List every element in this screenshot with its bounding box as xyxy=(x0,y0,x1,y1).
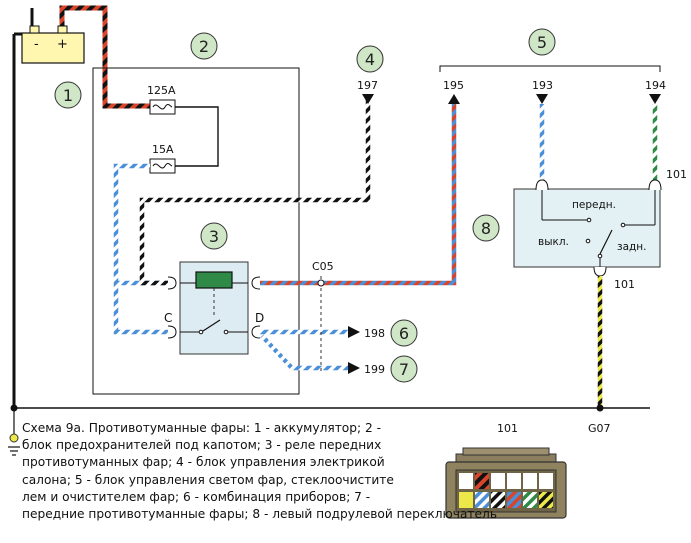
arrow-194 xyxy=(649,94,661,104)
ground-g07-label: G07 xyxy=(588,422,611,435)
fuse-15a-label: 15A xyxy=(152,143,174,156)
relay-coil xyxy=(195,271,233,289)
fuse-125a-icon xyxy=(152,104,173,110)
svg-text:3: 3 xyxy=(209,227,219,246)
bracket-5 xyxy=(439,65,661,72)
relay-contact xyxy=(202,319,221,332)
callout-6: 6 xyxy=(390,319,418,347)
battery-minus: - xyxy=(34,37,39,52)
wire-199 xyxy=(260,334,348,371)
wire-197-label: 197 xyxy=(357,79,378,92)
ground-node-g07 xyxy=(596,404,604,412)
switch-lever xyxy=(599,229,613,255)
steering-switch-panel xyxy=(513,188,661,268)
wire-fuse15-relay xyxy=(113,163,168,335)
caption-line-2: блок предохранителей под капотом; 3 - ре… xyxy=(22,438,382,453)
callout-3: 3 xyxy=(200,222,228,250)
arrow-195 xyxy=(448,94,460,104)
svg-text:5: 5 xyxy=(537,33,547,52)
callout-4: 4 xyxy=(356,45,384,73)
callout-2: 2 xyxy=(190,32,218,60)
callout-1: 1 xyxy=(54,81,82,109)
connector-101-label: 101 xyxy=(497,422,518,435)
relay-pin-d: D xyxy=(255,311,264,325)
fuse-box-outline xyxy=(92,67,300,395)
caption-line-6: передние противотуманные фары; 8 - левый… xyxy=(22,507,498,522)
callout-8: 8 xyxy=(472,214,500,242)
arrow-193 xyxy=(536,94,548,104)
callout-7: 7 xyxy=(390,355,418,383)
relay-pin-c: C xyxy=(164,311,172,325)
battery-plus: + xyxy=(57,37,68,52)
fuse-15a-icon xyxy=(152,163,173,169)
caption-line-1: Схема 9а. Противотуманные фары: 1 - акку… xyxy=(22,421,382,435)
svg-text:7: 7 xyxy=(399,360,409,379)
caption-line-4: салона; 5 - блок управления светом фар, … xyxy=(22,472,394,487)
caption-line-5: лем и очистителем фар; 6 - комбинация пр… xyxy=(22,489,371,504)
fuse-125a-label: 125A xyxy=(147,84,176,97)
svg-text:8: 8 xyxy=(481,219,491,238)
wire-195 xyxy=(260,100,457,286)
svg-text:6: 6 xyxy=(399,324,409,343)
svg-text:4: 4 xyxy=(365,50,375,69)
ground-terminal-icon xyxy=(9,433,19,443)
switch-pin-101-top: 101 xyxy=(666,168,687,181)
wire-199-label: 199 xyxy=(364,363,385,376)
wire-198-label: 198 xyxy=(364,327,385,340)
svg-text:1: 1 xyxy=(63,86,73,105)
switch-pin-101-bottom: 101 xyxy=(614,278,635,291)
battery: - + xyxy=(21,25,85,64)
switch-off-label: выкл. xyxy=(538,236,569,248)
wire-193-label: 193 xyxy=(532,79,553,92)
figure-caption: Схема 9а. Противотуманные фары: 1 - акку… xyxy=(22,420,497,523)
caption-line-3: противотуманных фар; 4 - блок управления… xyxy=(22,455,385,470)
connector-c05: C05 xyxy=(312,260,334,273)
arrow-197 xyxy=(362,94,374,104)
arrow-199 xyxy=(348,362,360,374)
callout-5: 5 xyxy=(528,28,556,56)
wire-battery-plus xyxy=(59,5,150,109)
connector-101-illustration xyxy=(445,447,567,519)
wire-195-label: 195 xyxy=(443,79,464,92)
svg-text:2: 2 xyxy=(199,37,209,56)
switch-front-label: передн. xyxy=(572,199,616,211)
switch-rear-label: задн. xyxy=(617,241,646,253)
arrow-198 xyxy=(348,326,360,338)
wire-194-label: 194 xyxy=(645,79,666,92)
wire-197 xyxy=(139,100,371,286)
